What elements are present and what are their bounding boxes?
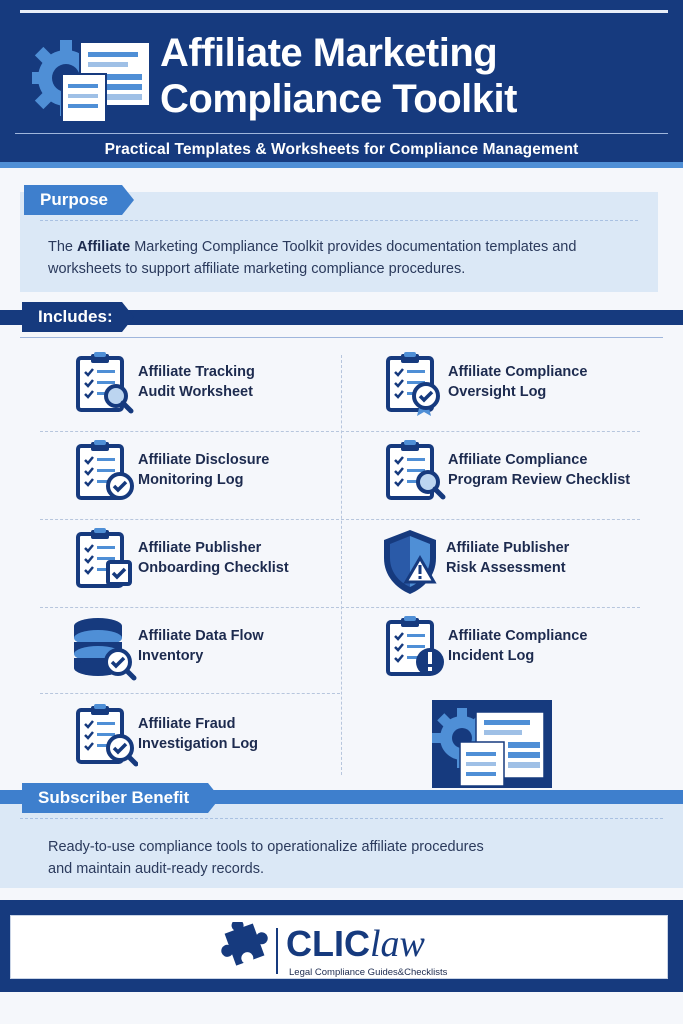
clipboard-magnifier-icon xyxy=(76,352,138,418)
footer-brand-card xyxy=(10,915,668,979)
includes-rule xyxy=(20,337,663,338)
includes-row-divider xyxy=(40,431,640,432)
page-title-line1: Affiliate Marketing xyxy=(160,31,498,75)
include-item-publisher-risk-assessment: Affiliate Publisher Risk Assessment xyxy=(380,528,680,598)
purpose-text-rest: Marketing Compliance Toolkit provides do… xyxy=(130,239,577,255)
include-item-compliance-incident-log: Affiliate Compliance Incident Log xyxy=(382,616,682,686)
include-item-label-line1: Affiliate Compliance xyxy=(448,628,588,644)
include-item-label: Affiliate Compliance Program Review Chec… xyxy=(448,450,683,490)
clipboard-check-icon xyxy=(76,440,134,500)
include-item-label: Affiliate Publisher Risk Assessment xyxy=(446,538,683,578)
include-item-label-line2: Risk Assessment xyxy=(446,560,566,576)
puzzle-piece-logo-icon xyxy=(221,922,268,966)
include-item-label-line2: Incident Log xyxy=(448,648,535,664)
include-item-label-line2: Inventory xyxy=(138,648,204,664)
includes-row-divider xyxy=(40,519,640,520)
subscriber-text-line1: Ready-to-use compliance tools to operati… xyxy=(48,839,484,855)
clipboard-check-icon xyxy=(76,528,132,588)
includes-row-divider xyxy=(40,607,640,608)
brand-tagline: Legal Compliance Guides&Checklists xyxy=(289,967,448,978)
include-item-label: Affiliate Disclosure Monitoring Log xyxy=(138,450,378,490)
include-item-label-line1: Affiliate Compliance xyxy=(448,364,588,380)
include-item-publisher-onboarding-checklist: Affiliate Publisher Onboarding Checklist xyxy=(72,528,372,598)
includes-bar xyxy=(0,310,683,325)
brand-name: CLIClaw xyxy=(286,923,425,965)
include-item-disclosure-monitoring-log: Affiliate Disclosure Monitoring Log xyxy=(72,440,372,510)
include-item-label-line1: Affiliate Publisher xyxy=(138,540,262,556)
shield-warning-icon xyxy=(384,530,437,594)
include-item-label-line2: Audit Worksheet xyxy=(138,384,253,400)
page-title-line2: Compliance Toolkit xyxy=(160,77,517,121)
subscriber-panel xyxy=(0,804,683,888)
include-item-label-line1: Affiliate Disclosure xyxy=(138,452,270,468)
include-item-label: Affiliate Tracking Audit Worksheet xyxy=(138,362,378,402)
clipboard-magnifier-icon xyxy=(386,440,448,500)
include-item-label: Affiliate Fraud Investigation Log xyxy=(138,714,378,754)
brand-name-bold: CLIC xyxy=(286,923,370,964)
include-item-label-line1: Affiliate Data Flow xyxy=(138,628,264,644)
include-item-label-line1: Affiliate Tracking xyxy=(138,364,255,380)
include-item-label-line2: Investigation Log xyxy=(138,736,259,752)
purpose-divider xyxy=(40,220,638,221)
subscriber-divider xyxy=(20,818,663,819)
include-item-label-line1: Affiliate Fraud xyxy=(138,716,236,732)
includes-row-divider xyxy=(40,693,340,694)
include-item-compliance-oversight-log: Affiliate Compliance Oversight Log xyxy=(382,352,682,422)
include-item-label: Affiliate Compliance Incident Log xyxy=(448,626,683,666)
include-item-data-flow-inventory: Affiliate Data Flow Inventory xyxy=(72,616,372,686)
include-item-tracking-audit-worksheet: Affiliate Tracking Audit Worksheet xyxy=(72,352,372,422)
include-item-fraud-investigation-log: Affiliate Fraud Investigation Log xyxy=(72,704,372,774)
toolkit-gear-documents-icon xyxy=(32,40,151,123)
purpose-text-prefix: The xyxy=(48,239,78,255)
include-item-label-line2: Program Review Checklist xyxy=(448,472,631,488)
include-item-label: Affiliate Data Flow Inventory xyxy=(138,626,378,666)
purpose-heading: Purpose xyxy=(24,185,134,215)
purpose-text-bold: Affiliate xyxy=(77,239,131,255)
header-divider xyxy=(15,133,668,134)
clipboard-check-icon xyxy=(76,704,138,767)
database-check-icon xyxy=(74,618,137,681)
subscriber-heading: Subscriber Benefit xyxy=(22,783,220,813)
clipboard-badge-icon xyxy=(386,352,440,416)
page-title: Affiliate Marketing Compliance Toolkit xyxy=(160,30,670,122)
toolkit-gear-documents-icon xyxy=(432,700,552,788)
includes-heading: Includes: xyxy=(22,302,134,332)
subscriber-text-line2: and maintain audit-ready records. xyxy=(48,861,265,877)
brand-name-italic: law xyxy=(370,923,425,965)
includes-column-divider xyxy=(341,355,342,775)
include-item-label-line2: Onboarding Checklist xyxy=(138,560,289,576)
include-item-label: Affiliate Compliance Oversight Log xyxy=(448,362,683,402)
include-item-label-line1: Affiliate Compliance xyxy=(448,452,588,468)
purpose-text-line2: worksheets to support affiliate marketin… xyxy=(48,261,466,277)
purpose-text: The Affiliate Marketing Compliance Toolk… xyxy=(48,236,638,280)
header-top-rule xyxy=(20,10,668,13)
subscriber-text: Ready-to-use compliance tools to operati… xyxy=(48,836,548,880)
include-item-label: Affiliate Publisher Onboarding Checklist xyxy=(138,538,378,578)
include-item-label-line2: Monitoring Log xyxy=(138,472,244,488)
page-subtitle: Practical Templates & Worksheets for Com… xyxy=(104,141,579,158)
clipboard-alert-icon xyxy=(386,616,444,676)
include-item-label-line2: Oversight Log xyxy=(448,384,547,400)
header-accent-stripe xyxy=(0,162,683,168)
include-item-label-line1: Affiliate Publisher xyxy=(446,540,570,556)
include-item-program-review-checklist: Affiliate Compliance Program Review Chec… xyxy=(382,440,682,510)
purpose-text-line1: The Affiliate Marketing Compliance Toolk… xyxy=(48,236,638,258)
brand-separator xyxy=(276,928,278,974)
